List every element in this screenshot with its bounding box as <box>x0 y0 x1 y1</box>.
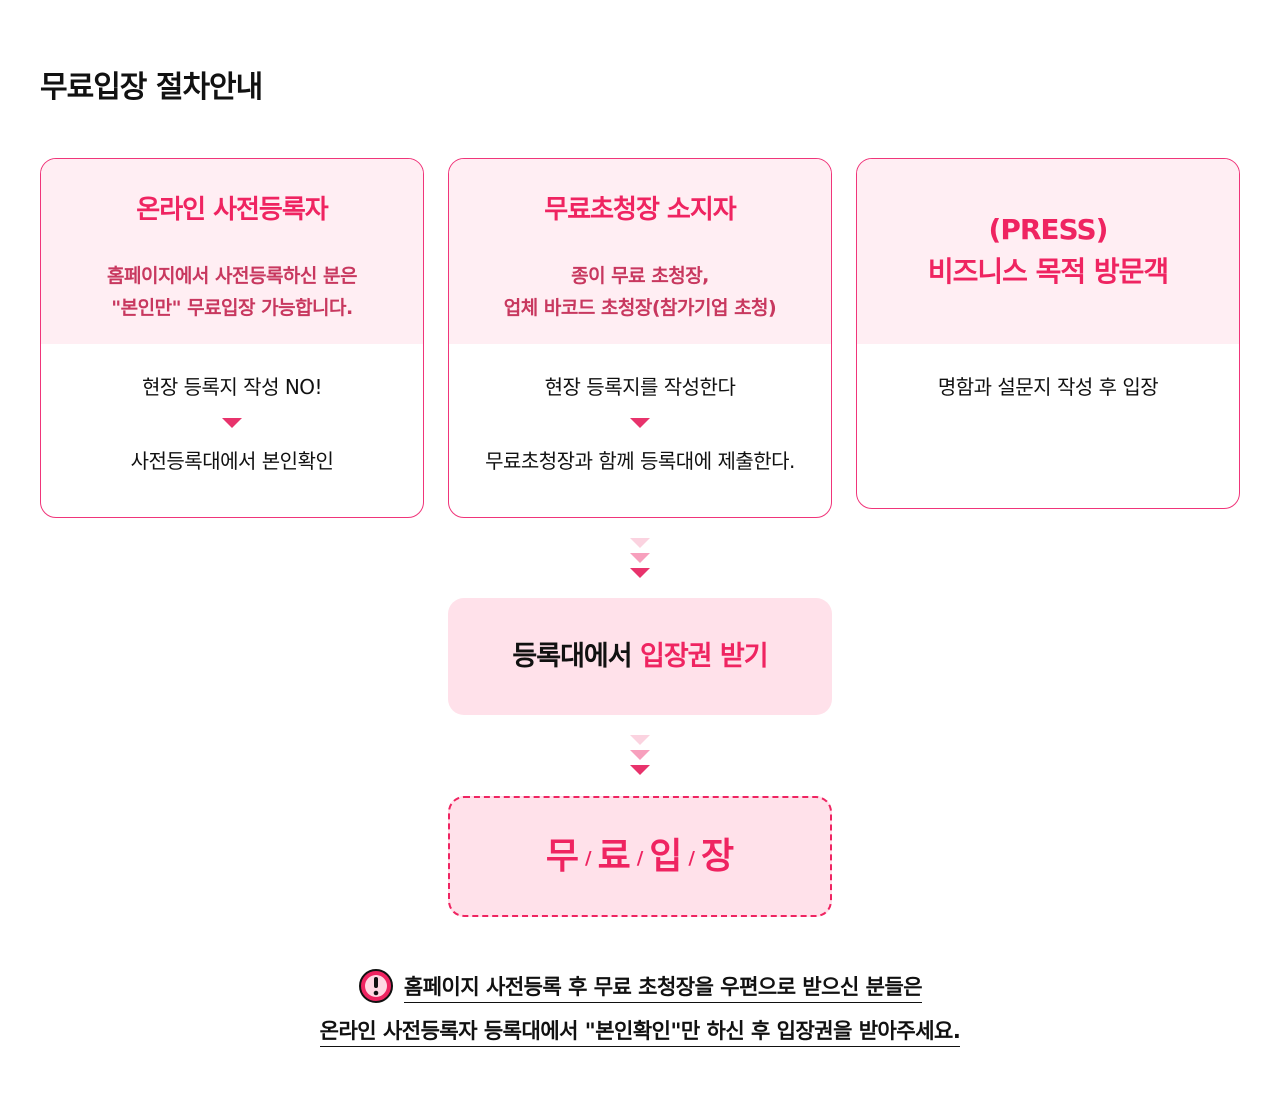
card-title: 온라인 사전등록자 <box>136 195 328 225</box>
triple-chevron-down-icon <box>630 735 650 780</box>
page-title: 무료입장 절차안내 <box>40 70 263 105</box>
step-text: 현장 등록지 작성 NO! <box>141 375 323 399</box>
receive-ticket-box: 등록대에서 입장권 받기 <box>448 598 832 715</box>
card-title: 무료초청장 소지자 <box>544 195 736 225</box>
card-desc-line: "본인만" 무료입장 가능합니다. <box>111 297 353 319</box>
triple-chevron-down-icon <box>630 538 650 583</box>
free-entry-char: 입 <box>649 836 683 877</box>
card-header: 온라인 사전등록자 홈페이지에서 사전등록하신 분은 "본인만" 무료입장 가능… <box>41 159 423 344</box>
card-desc-line: 홈페이지에서 사전등록하신 분은 <box>107 265 357 287</box>
free-entry-char: 무 <box>545 836 579 877</box>
card-description: 종이 무료 초청장, 업체 바코드 초청장(참가기업 초청) <box>449 260 831 324</box>
card-header: (PRESS) 비즈니스 목적 방문객 <box>857 159 1239 344</box>
receive-prefix: 등록대에서 <box>512 641 640 672</box>
card-header: 무료초청장 소지자 종이 무료 초청장, 업체 바코드 초청장(참가기업 초청) <box>449 159 831 344</box>
notice-line-2: 온라인 사전등록자 등록대에서 "본인확인"만 하신 후 입장권을 받아주세요. <box>0 1015 1280 1047</box>
card-title: (PRESS) 비즈니스 목적 방문객 <box>857 209 1239 293</box>
free-entry-char: 료 <box>597 836 631 877</box>
receive-highlight: 입장권 받기 <box>640 641 769 672</box>
arrow-down-icon <box>222 418 242 428</box>
card-free-invitation-holder: 무료초청장 소지자 종이 무료 초청장, 업체 바코드 초청장(참가기업 초청)… <box>448 158 832 518</box>
step-text: 명함과 설문지 작성 후 입장 <box>937 375 1159 399</box>
separator: / <box>636 848 644 869</box>
notice-line-1: 홈페이지 사전등록 후 무료 초청장을 우편으로 받으신 분들은 <box>0 969 1280 1006</box>
card-press-business-visitor: (PRESS) 비즈니스 목적 방문객 명함과 설문지 작성 후 입장 <box>856 158 1240 509</box>
card-body: 현장 등록지 작성 NO! 사전등록대에서 본인확인 <box>41 344 423 474</box>
notice-text: 온라인 사전등록자 등록대에서 "본인확인"만 하신 후 입장권을 받아주세요. <box>319 1019 961 1047</box>
card-body: 현장 등록지를 작성한다 무료초청장과 함께 등록대에 제출한다. <box>449 344 831 474</box>
step-text: 현장 등록지를 작성한다 <box>544 375 736 399</box>
card-title-line: 비즈니스 목적 방문객 <box>927 255 1169 288</box>
card-desc-line: 종이 무료 초청장, <box>571 265 709 287</box>
arrow-down-icon <box>630 418 650 428</box>
free-entry-char: 장 <box>700 836 735 877</box>
step-text: 무료초청장과 함께 등록대에 제출한다. <box>485 449 795 473</box>
notice-text: 홈페이지 사전등록 후 무료 초청장을 우편으로 받으신 분들은 <box>403 975 923 1003</box>
exclamation-icon <box>358 969 393 1003</box>
step-text: 사전등록대에서 본인확인 <box>130 449 334 473</box>
separator: / <box>585 848 592 869</box>
card-online-preregistered: 온라인 사전등록자 홈페이지에서 사전등록하신 분은 "본인만" 무료입장 가능… <box>40 158 424 518</box>
card-body: 명함과 설문지 작성 후 입장 <box>857 344 1239 400</box>
card-desc-line: 업체 바코드 초청장(참가기업 초청) <box>503 297 777 319</box>
card-title-line: (PRESS) <box>988 213 1109 246</box>
card-description: 홈페이지에서 사전등록하신 분은 "본인만" 무료입장 가능합니다. <box>41 260 423 324</box>
free-entry-box: 무/료/입/장 <box>448 796 832 917</box>
separator: / <box>688 848 695 869</box>
